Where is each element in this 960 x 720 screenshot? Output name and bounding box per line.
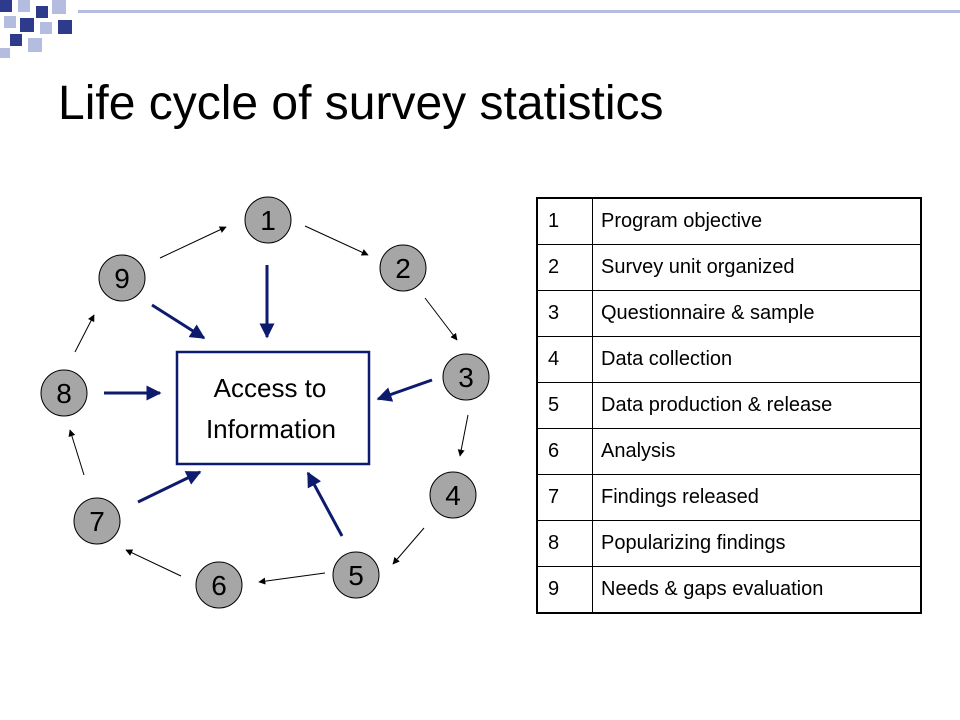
node-8-label: 8 — [56, 378, 72, 409]
deco-square — [52, 0, 66, 14]
legend-label: Data collection — [592, 336, 922, 383]
legend-label: Needs & gaps evaluation — [592, 566, 922, 614]
deco-square — [0, 48, 10, 58]
cycle-arrow-2-3 — [424, 297, 458, 341]
cycle-arrow-9-1 — [159, 226, 227, 259]
node-3: 3 — [442, 353, 490, 401]
table-row: 6 Analysis — [536, 428, 922, 475]
access-to-information-box — [175, 350, 371, 466]
deco-line — [78, 10, 960, 13]
legend-label: Findings released — [592, 474, 922, 521]
deco-square — [4, 16, 16, 28]
node-5-label: 5 — [348, 560, 364, 591]
node-9: 9 — [98, 254, 146, 302]
node-5: 5 — [332, 551, 380, 599]
node-1: 1 — [244, 196, 292, 244]
cycle-arrow-8-9 — [74, 314, 95, 353]
access-arrow-3 — [376, 378, 433, 402]
legend-number: 9 — [536, 566, 593, 614]
deco-square — [10, 34, 22, 46]
access-arrow-5 — [306, 471, 344, 537]
access-arrow-9 — [151, 303, 206, 340]
legend-label: Program objective — [592, 197, 922, 245]
deco-square — [40, 22, 52, 34]
legend-label: Popularizing findings — [592, 520, 922, 567]
access-arrow-7 — [137, 470, 202, 504]
legend-label: Survey unit organized — [592, 244, 922, 291]
deco-square — [20, 18, 34, 32]
table-row: 1 Program objective — [536, 197, 922, 245]
node-6: 6 — [195, 561, 243, 609]
legend-number: 7 — [536, 474, 593, 521]
node-4-label: 4 — [445, 480, 461, 511]
legend-number: 1 — [536, 197, 593, 245]
table-row: 3 Questionnaire & sample — [536, 290, 922, 337]
node-4: 4 — [429, 471, 477, 519]
center-label-line1: Access to — [214, 373, 327, 403]
cycle-arrow-3-4 — [457, 414, 469, 457]
cycle-arrow-4-5 — [392, 527, 425, 565]
deco-square — [36, 6, 48, 18]
corner-decoration — [0, 0, 960, 58]
table-row: 9 Needs & gaps evaluation — [536, 566, 922, 614]
node-2-label: 2 — [395, 253, 411, 284]
deco-square — [18, 0, 30, 12]
node-7-label: 7 — [89, 506, 105, 537]
node-1-label: 1 — [260, 205, 276, 236]
legend-label: Data production & release — [592, 382, 922, 429]
table-row: 2 Survey unit organized — [536, 244, 922, 291]
legend-number: 6 — [536, 428, 593, 475]
cycle-arrow-6-7 — [125, 549, 182, 577]
center-label-line2: Information — [206, 414, 336, 444]
legend-number: 8 — [536, 520, 593, 567]
cycle-arrow-1-2 — [304, 225, 369, 256]
table-row: 7 Findings released — [536, 474, 922, 521]
cycle-arrow-7-8 — [68, 429, 85, 476]
legend-label: Questionnaire & sample — [592, 290, 922, 337]
node-9-label: 9 — [114, 263, 130, 294]
node-2: 2 — [379, 244, 427, 292]
deco-square — [0, 0, 12, 12]
table-row: 4 Data collection — [536, 336, 922, 383]
node-7: 7 — [73, 497, 121, 545]
table-row: 8 Popularizing findings — [536, 520, 922, 567]
table-row: 5 Data production & release — [536, 382, 922, 429]
node-3-label: 3 — [458, 362, 474, 393]
legend-number: 5 — [536, 382, 593, 429]
cycle-arrow-5-6 — [258, 572, 326, 585]
node-6-label: 6 — [211, 570, 227, 601]
node-8: 8 — [40, 369, 88, 417]
legend-table: 1 Program objective 2 Survey unit organi… — [536, 197, 922, 614]
page-title: Life cycle of survey statistics — [58, 77, 664, 130]
legend-number: 4 — [536, 336, 593, 383]
deco-square — [58, 20, 72, 34]
deco-square — [28, 38, 42, 52]
legend-number: 3 — [536, 290, 593, 337]
legend-label: Analysis — [592, 428, 922, 475]
legend-number: 2 — [536, 244, 593, 291]
